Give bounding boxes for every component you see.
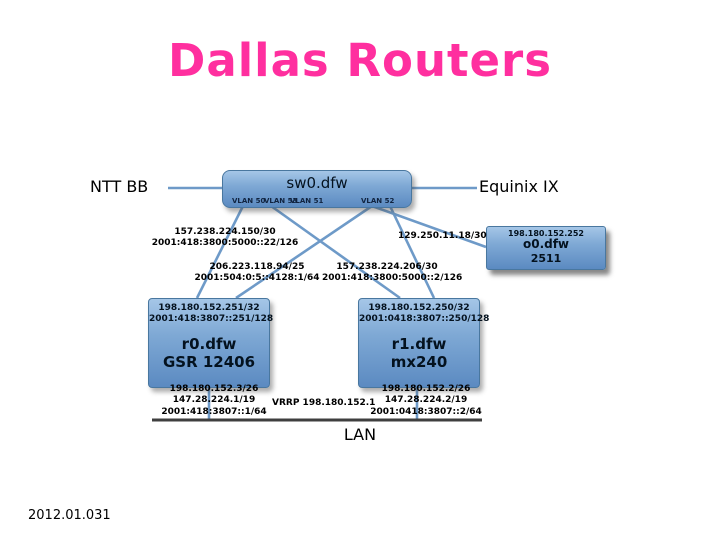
equinix-ix-label: Equinix IX (479, 177, 559, 196)
vlan-50-label: VLAN 50 (232, 197, 266, 205)
label-r0-lan-addresses: 198.180.152.3/26 147.28.224.1/19 2001:41… (158, 384, 270, 418)
switch-name: sw0.dfw (286, 174, 348, 192)
label-ntt-r1-link: 157.238.224.206/30 2001:418:3800:5000::2… (322, 262, 463, 285)
label-equinix-peering: 206.223.118.94/25 2001:504:0:5::4128:1/6… (188, 262, 326, 285)
lan-label: LAN (343, 425, 377, 444)
wire-sw0-console (371, 204, 487, 249)
r1-lan-ipv4b: 147.28.224.2/19 (384, 395, 468, 406)
ntt-r0-ipv4: 157.238.224.150/30 (174, 227, 276, 237)
wire-sw0-r1-a (270, 204, 401, 300)
r0-ipv4: 198.180.152.251/32 (158, 303, 260, 313)
r1-ipv4: 198.180.152.250/32 (368, 303, 470, 313)
ntt-r1-ipv6: 2001:418:3800:5000::2/126 (322, 273, 463, 284)
equinix-peering-ipv4: 206.223.118.94/25 (209, 262, 305, 272)
wire-lines (168, 186, 487, 419)
vlan-52-label: VLAN 52 (361, 197, 395, 205)
router-r0-node: 198.180.152.251/32 2001:418:3807::251/12… (148, 298, 274, 388)
r0-ipv6: 2001:418:3807::251/128 (149, 314, 274, 325)
console-uplink-ipv4: 129.250.11.18/30 (398, 231, 487, 241)
switch-sw0-node: sw0.dfw VLAN 50 VLAN 53 VLAN 51 VLAN 52 (222, 170, 412, 208)
r1-name: r1.dfw (391, 334, 447, 353)
router-r1-node: 198.180.152.250/32 2001:0418:3807::250/1… (358, 298, 490, 388)
label-vrrp: VRRP 198.180.152.1 (272, 398, 376, 409)
r0-name: r0.dfw (181, 334, 237, 353)
r1-lan-ipv4: 198.180.152.2/26 (381, 384, 471, 394)
console-server-node: 198.180.152.252 o0.dfw 2511 (486, 226, 606, 270)
console-name: o0.dfw (522, 237, 570, 251)
slide-footer: 2012.01.031 (28, 508, 111, 523)
r0-lan-ipv4: 198.180.152.3/26 (169, 384, 259, 394)
vlan-51-label: VLAN 51 (290, 197, 324, 205)
console-model: 2511 (530, 251, 562, 265)
ntt-r0-ipv6: 2001:418:3800:5000::22/126 (151, 238, 299, 249)
label-console-uplink: 129.250.11.18/30 (398, 231, 487, 242)
ntt-r1-ipv4: 157.238.224.206/30 (336, 262, 438, 272)
equinix-peering-ipv6: 2001:504:0:5::4128:1/64 (194, 273, 320, 284)
label-ntt-r0-link: 157.238.224.150/30 2001:418:3800:5000::2… (150, 227, 300, 250)
slide-title: Dallas Routers (168, 34, 552, 87)
r1-model: mx240 (390, 352, 448, 371)
ntt-bb-label: NTT BB (90, 177, 149, 196)
wire-sw0-r1-b (388, 205, 436, 299)
vlan-53-label: VLAN 53 (264, 197, 298, 205)
r0-lan-ipv6: 2001:418:3807::1/64 (161, 406, 267, 417)
console-ip: 198.180.152.252 (508, 229, 584, 238)
r1-ipv6: 2001:0418:3807::250/128 (359, 314, 490, 325)
label-r1-lan-addresses: 198.180.152.2/26 147.28.224.2/19 2001:04… (370, 384, 482, 418)
wire-sw0-r0-a (195, 205, 245, 299)
r1-lan-ipv6: 2001:0418:3807::2/64 (370, 406, 482, 417)
vrrp-address: VRRP 198.180.152.1 (272, 398, 376, 408)
wire-sw0-r0-b (235, 204, 373, 300)
r0-model: GSR 12406 (162, 352, 256, 371)
r0-lan-ipv4b: 147.28.224.1/19 (172, 395, 256, 406)
